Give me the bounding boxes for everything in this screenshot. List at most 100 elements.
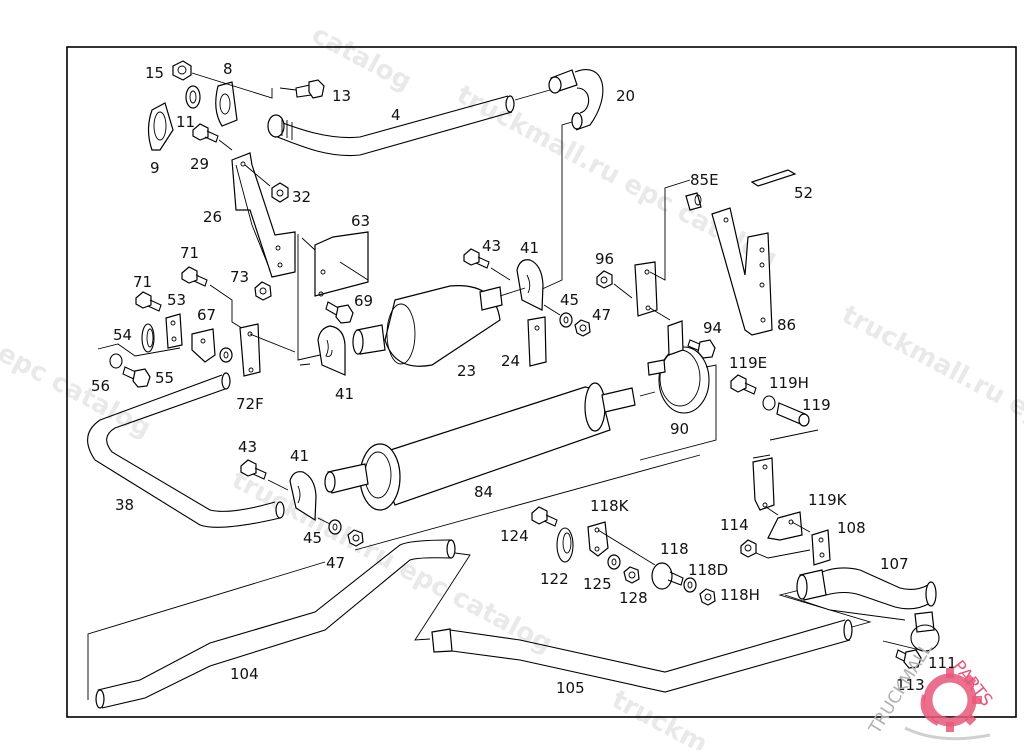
label-72F[interactable]: 72F — [236, 395, 264, 413]
part-96-nut[interactable] — [596, 270, 613, 289]
label-23[interactable]: 23 — [457, 362, 476, 380]
part-119K-bracket[interactable] — [767, 511, 803, 541]
part-124-bolt[interactable] — [531, 506, 558, 527]
label-41-upper[interactable]: 41 — [520, 239, 539, 257]
label-67[interactable]: 67 — [197, 306, 216, 324]
part-107-pipe[interactable] — [796, 567, 937, 610]
part-56-washer[interactable] — [109, 353, 123, 369]
label-47-lower[interactable]: 47 — [326, 554, 345, 572]
part-122-clamp[interactable] — [556, 527, 574, 563]
part-86-bracket[interactable] — [711, 207, 773, 336]
part-55-bolt[interactable] — [122, 366, 151, 388]
label-56[interactable]: 56 — [91, 377, 110, 395]
part-47-nut-upper[interactable] — [574, 319, 591, 337]
label-96[interactable]: 96 — [595, 250, 614, 268]
label-122[interactable]: 122 — [540, 570, 569, 588]
part-20-elbow[interactable] — [548, 69, 604, 131]
part-43-bolt-upper[interactable] — [463, 248, 490, 269]
part-hanger-119-bracket[interactable] — [752, 457, 775, 511]
label-13[interactable]: 13 — [332, 87, 351, 105]
label-47-upper[interactable]: 47 — [592, 306, 611, 324]
label-24[interactable]: 24 — [501, 352, 520, 370]
label-94[interactable]: 94 — [703, 319, 722, 337]
label-90[interactable]: 90 — [670, 420, 689, 438]
label-114[interactable]: 114 — [720, 516, 749, 534]
part-119H-washer[interactable] — [762, 395, 776, 411]
label-118D[interactable]: 118D — [688, 561, 728, 579]
part-63-plate[interactable] — [314, 231, 369, 297]
label-52[interactable]: 52 — [794, 184, 813, 202]
label-43-lower[interactable]: 43 — [238, 438, 257, 456]
part-41-hanger-upper[interactable] — [516, 259, 544, 311]
label-119[interactable]: 119 — [802, 396, 831, 414]
part-119E-bolt[interactable] — [730, 374, 757, 395]
label-53[interactable]: 53 — [167, 291, 186, 309]
label-69[interactable]: 69 — [354, 292, 373, 310]
part-24-strap[interactable] — [527, 316, 547, 367]
part-73-nut[interactable] — [254, 281, 272, 301]
label-45-upper[interactable]: 45 — [560, 291, 579, 309]
part-mount-bracket[interactable] — [239, 323, 261, 377]
part-45-washer-lower[interactable] — [328, 519, 342, 535]
part-11-gasket[interactable] — [185, 85, 201, 109]
part-26-bracket[interactable] — [231, 152, 296, 278]
part-54-clamp[interactable] — [141, 323, 155, 353]
part-114-nut[interactable] — [740, 539, 757, 558]
label-26[interactable]: 26 — [203, 208, 222, 226]
label-119E[interactable]: 119E — [729, 354, 767, 372]
part-67-bracket[interactable] — [191, 328, 216, 363]
part-47-nut-lower[interactable] — [347, 529, 364, 547]
part-84-rear-muffler[interactable] — [324, 382, 636, 511]
part-41-hanger-lower[interactable] — [289, 471, 317, 522]
part-118-rubber-mount[interactable] — [651, 562, 684, 590]
label-55[interactable]: 55 — [155, 369, 174, 387]
part-105-pipe[interactable] — [431, 619, 853, 693]
part-72F-washer[interactable] — [219, 347, 233, 363]
label-8[interactable]: 8 — [223, 60, 233, 78]
label-43-upper[interactable]: 43 — [482, 237, 501, 255]
label-63[interactable]: 63 — [351, 212, 370, 230]
part-32-nut[interactable] — [271, 182, 289, 203]
label-20[interactable]: 20 — [616, 87, 635, 105]
label-54[interactable]: 54 — [113, 326, 132, 344]
part-71-bolt-upper[interactable] — [181, 266, 208, 287]
part-8-flange[interactable] — [215, 81, 238, 127]
label-113[interactable]: 113 — [896, 676, 925, 694]
part-45-washer-upper[interactable] — [559, 312, 573, 328]
part-128-nut[interactable] — [623, 566, 640, 584]
label-128[interactable]: 128 — [619, 589, 648, 607]
part-52-plate[interactable] — [750, 169, 797, 187]
part-41-hanger-left[interactable] — [317, 325, 346, 376]
part-118H-nut[interactable] — [699, 588, 716, 606]
label-29[interactable]: 29 — [190, 155, 209, 173]
part-111-clamp[interactable] — [910, 611, 940, 652]
label-41-left[interactable]: 41 — [335, 385, 354, 403]
part-13-bolt[interactable] — [295, 79, 325, 99]
part-4-pipe[interactable] — [267, 95, 515, 157]
part-43-bolt-lower[interactable] — [240, 459, 267, 480]
label-11[interactable]: 11 — [176, 113, 195, 131]
part-69-bolt[interactable] — [325, 301, 354, 324]
label-108[interactable]: 108 — [837, 519, 866, 537]
label-118K[interactable]: 118K — [590, 497, 630, 515]
part-94-bolt[interactable] — [687, 339, 716, 359]
part-113-bolt[interactable] — [895, 649, 922, 669]
part-9-flange-gasket[interactable] — [147, 102, 174, 151]
part-85E-spacer[interactable] — [685, 192, 702, 211]
label-41-lower[interactable]: 41 — [290, 447, 309, 465]
label-45-lower[interactable]: 45 — [303, 529, 322, 547]
part-125-washer[interactable] — [607, 554, 621, 570]
label-15[interactable]: 15 — [145, 64, 164, 82]
label-118[interactable]: 118 — [660, 540, 689, 558]
part-hanger-bracket[interactable] — [634, 261, 658, 317]
label-105[interactable]: 105 — [556, 679, 585, 697]
part-15-nut[interactable] — [172, 60, 192, 81]
part-53-bracket[interactable] — [165, 313, 183, 349]
label-118H[interactable]: 118H — [720, 586, 760, 604]
label-9[interactable]: 9 — [150, 159, 160, 177]
label-73[interactable]: 73 — [230, 268, 249, 286]
label-84[interactable]: 84 — [474, 483, 493, 501]
label-104[interactable]: 104 — [230, 665, 259, 683]
part-38-pipe[interactable] — [87, 372, 285, 528]
part-23-muffler[interactable] — [352, 285, 503, 367]
